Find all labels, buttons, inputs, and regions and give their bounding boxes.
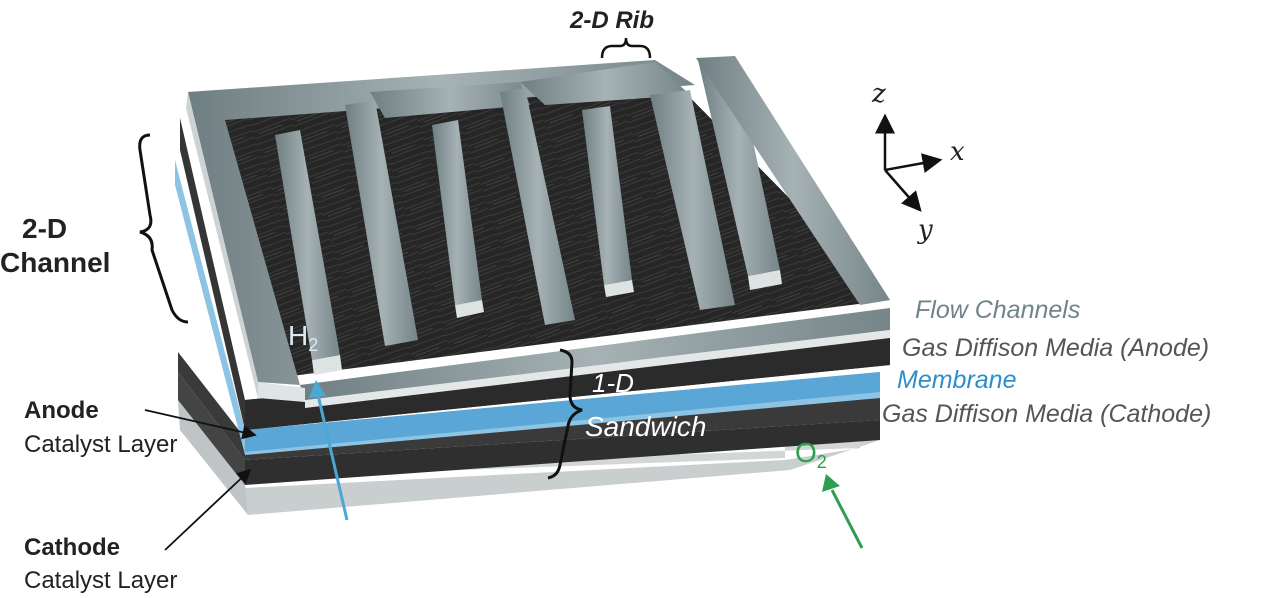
- label-gdm-cathode: Gas Diffison Media (Cathode): [882, 400, 1211, 428]
- sandwich-brace: [547, 348, 583, 480]
- hydrogen-arrow: [316, 394, 349, 521]
- rib-label: 2-D Rib: [569, 7, 654, 34]
- rib-top-3: [650, 90, 735, 310]
- rib-bar-2: [520, 62, 690, 105]
- cathode-leader: [164, 468, 252, 551]
- label-membrane: Membrane: [897, 366, 1017, 394]
- rib-bar-1: [370, 82, 530, 118]
- label-flow-channels: Flow Channels: [915, 296, 1080, 324]
- cathode-label: Cathode: [24, 534, 120, 561]
- fin-3: [582, 106, 632, 285]
- channel-label-line1: 2-D: [22, 213, 67, 244]
- fin-1-face: [312, 355, 342, 375]
- fin-4-face: [748, 270, 782, 290]
- sandwich-label-line1: 1-D: [592, 368, 634, 398]
- flow-plate-right-face: [305, 330, 890, 408]
- oxygen-arrowhead: [822, 474, 840, 492]
- oxygen-label: O2: [795, 437, 827, 472]
- cathode-sublabel: Catalyst Layer: [24, 567, 177, 594]
- flow-plate-front-face: [258, 382, 305, 402]
- anode-leader: [144, 409, 257, 440]
- membrane-front: [245, 372, 880, 452]
- axis-x-label: x: [950, 137, 965, 167]
- fin-1: [275, 130, 340, 360]
- cathode-plate-side: [178, 400, 248, 515]
- anode-label: Anode: [24, 397, 99, 424]
- anode-sublabel: Catalyst Layer: [24, 431, 177, 458]
- gdm-anode-front: [245, 335, 890, 430]
- axis-z-label: z: [871, 79, 886, 109]
- fin-4: [698, 56, 780, 276]
- flow-plate-left-side: [186, 92, 258, 398]
- axis-triad: [875, 113, 943, 212]
- flow-plate-frame: [188, 60, 695, 385]
- rib-brace: [600, 37, 652, 59]
- label-gdm-anode: Gas Diffison Media (Anode): [902, 334, 1209, 362]
- channel-brace: [138, 133, 189, 324]
- flow-plate-right-rail: [696, 56, 890, 305]
- oxygen-arrow: [830, 489, 864, 549]
- fin-3-face: [604, 280, 634, 297]
- fin-2-face: [455, 300, 484, 318]
- hydrogen-label: H2: [288, 320, 318, 355]
- rib-top-2: [500, 88, 575, 325]
- flow-plate-bottom-rail: [300, 308, 890, 400]
- gdm-cathode-side: [178, 372, 245, 485]
- fin-2: [432, 120, 482, 305]
- channel-label-line2: Channel: [0, 247, 110, 278]
- cathode-plate-front: [245, 410, 880, 515]
- axis-y-label: y: [917, 215, 933, 245]
- rib-top-1: [345, 100, 418, 346]
- hydrogen-arrowhead: [309, 380, 326, 398]
- sandwich-label-line2: Sandwich: [585, 411, 706, 442]
